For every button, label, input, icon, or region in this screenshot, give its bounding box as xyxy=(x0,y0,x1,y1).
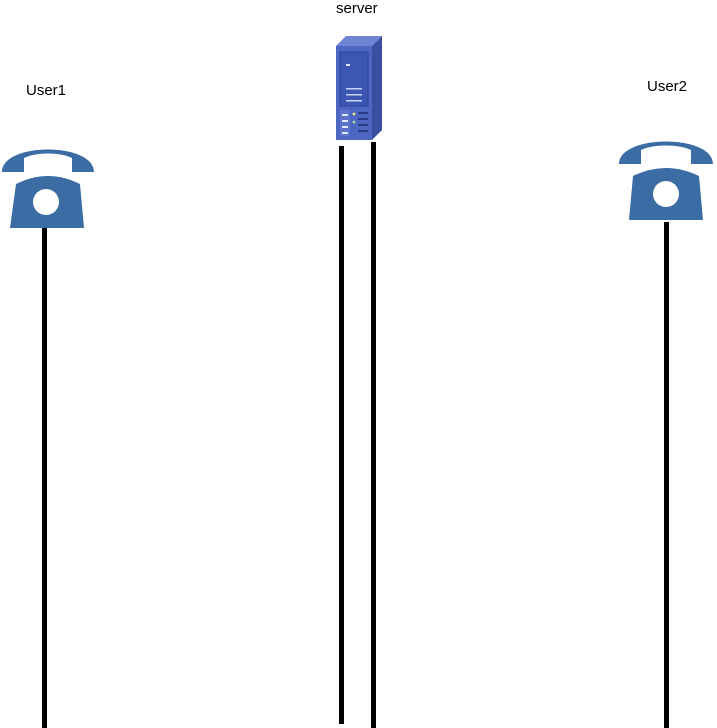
telephone-icon xyxy=(619,141,713,220)
server-icon xyxy=(336,36,382,140)
user1-lifeline xyxy=(42,228,47,728)
user2-lifeline xyxy=(664,222,669,728)
server-lifeline-right xyxy=(371,142,376,728)
telephone-icon xyxy=(2,149,94,228)
server-lifeline-left xyxy=(339,146,344,724)
server-label: server xyxy=(336,0,378,17)
user1-label: User1 xyxy=(26,82,67,99)
user2-label: User2 xyxy=(647,78,688,95)
